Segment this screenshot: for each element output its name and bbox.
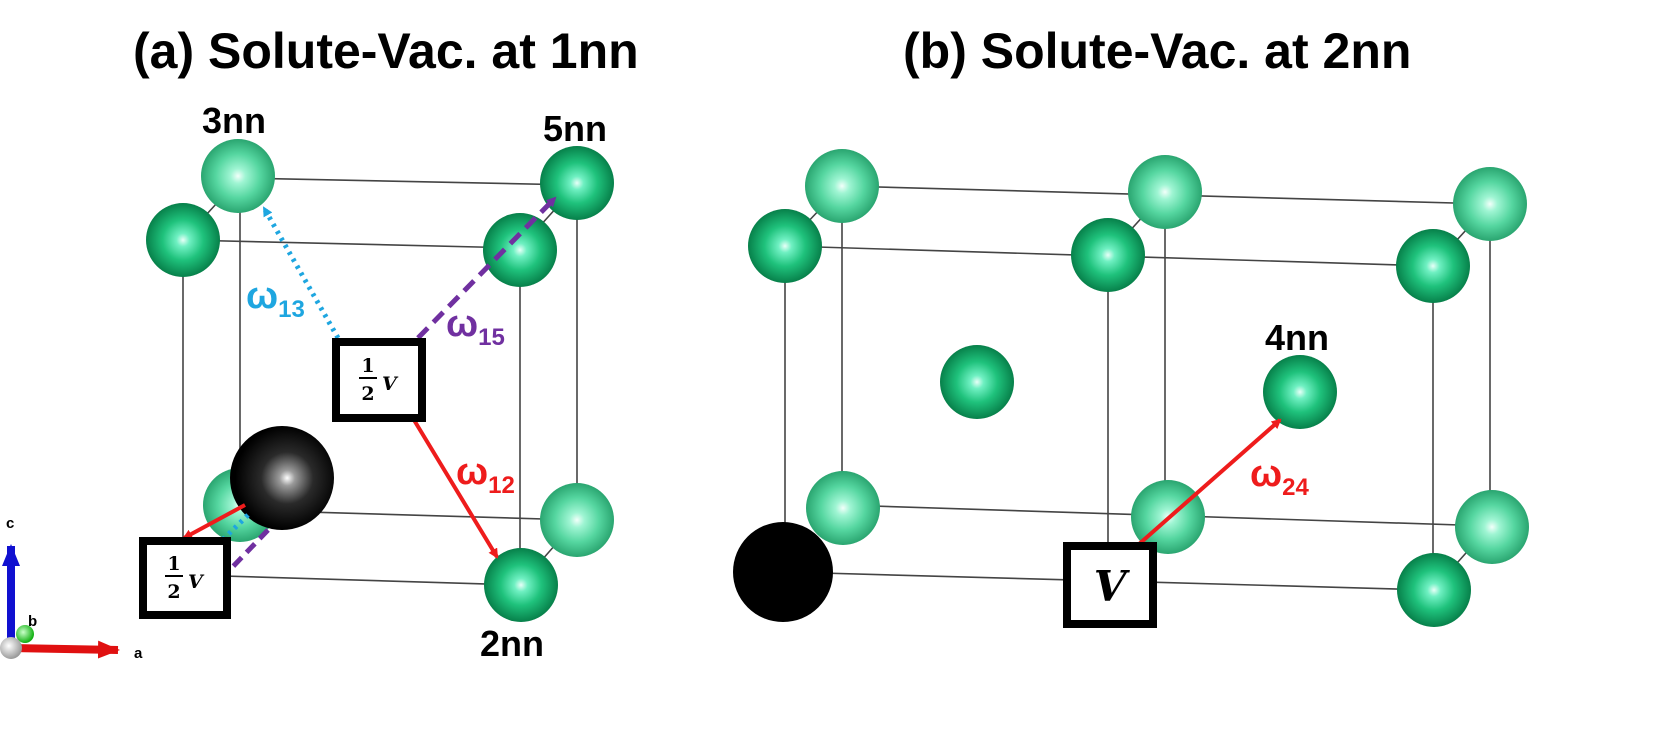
panel-b-atom-back-3 bbox=[1453, 167, 1527, 241]
panel-b: V 4nn ω24 bbox=[733, 149, 1529, 628]
panel-a-atom-front-top-right bbox=[483, 213, 557, 287]
panel-a-arrow-back-purple bbox=[220, 528, 270, 580]
panel-a-label-5nn: 5nn bbox=[543, 108, 607, 149]
panel-a: 1 2 V 1 2 V 3nn 5nn 2nn ω13 ω15 ω12 bbox=[139, 100, 614, 664]
svg-text:2: 2 bbox=[167, 581, 180, 603]
panel-a-lattice-lines bbox=[182, 177, 578, 586]
panel-b-atom-front-1 bbox=[748, 209, 822, 283]
panel-b-atom-center bbox=[940, 345, 1014, 419]
panel-b-arrow-w24 bbox=[1136, 418, 1282, 547]
panel-b-atom-back-1 bbox=[805, 149, 879, 223]
svg-text:V: V bbox=[1094, 562, 1131, 611]
panel-a-atom-5nn bbox=[540, 146, 614, 220]
panel-b-vacancy-box: V bbox=[1063, 542, 1157, 628]
panel-b-title: (b) Solute-Vac. at 2nn bbox=[903, 23, 1412, 79]
panel-b-atom-front-2 bbox=[1071, 218, 1145, 292]
panel-b-label-w24: ω24 bbox=[1250, 453, 1309, 501]
axis-label-b: b bbox=[28, 613, 37, 630]
panel-a-atom-3nn bbox=[201, 139, 275, 213]
panel-a-label-w15: ω15 bbox=[446, 303, 505, 351]
axis-label-c: c bbox=[6, 515, 14, 532]
svg-text:V: V bbox=[188, 571, 205, 593]
panel-a-arrow-w12 bbox=[412, 418, 499, 559]
panel-a-label-3nn: 3nn bbox=[202, 100, 266, 141]
panel-b-atom-back-6 bbox=[1455, 490, 1529, 564]
panel-a-atom-2nn bbox=[484, 548, 558, 622]
panel-a-arrow-w15 bbox=[416, 196, 557, 340]
svg-text:2: 2 bbox=[361, 383, 374, 405]
panel-a-label-w12: ω12 bbox=[456, 451, 515, 499]
svg-text:1: 1 bbox=[167, 553, 180, 575]
panel-b-atom-back-4 bbox=[806, 471, 880, 545]
panel-a-atom-back-right-bottom bbox=[540, 483, 614, 557]
axis-label-a: a bbox=[134, 645, 143, 662]
panel-a-vacancy-box-center: 1 2 V bbox=[332, 338, 426, 422]
panel-a-solute-atom bbox=[230, 426, 334, 530]
panel-a-arrow-w13 bbox=[261, 206, 341, 340]
panel-a-title: (a) Solute-Vac. at 1nn bbox=[133, 23, 639, 79]
panel-a-label-2nn: 2nn bbox=[480, 623, 544, 664]
panel-a-arrow-back-red bbox=[182, 503, 246, 540]
axis-triad: c b a bbox=[0, 515, 143, 662]
panel-b-solute-atom bbox=[733, 522, 833, 622]
svg-text:V: V bbox=[382, 373, 399, 395]
panel-a-label-w13: ω13 bbox=[246, 275, 305, 323]
panel-b-label-4nn: 4nn bbox=[1265, 317, 1329, 358]
panel-a-vacancy-box-corner: 1 2 V bbox=[139, 537, 231, 619]
panel-a-atom-front-top-left bbox=[146, 203, 220, 277]
panel-b-atom-back-2 bbox=[1128, 155, 1202, 229]
panel-b-atom-front-4 bbox=[1397, 553, 1471, 627]
panel-b-atom-front-3 bbox=[1396, 229, 1470, 303]
panel-b-atom-4nn bbox=[1263, 355, 1337, 429]
svg-text:1: 1 bbox=[361, 355, 374, 377]
